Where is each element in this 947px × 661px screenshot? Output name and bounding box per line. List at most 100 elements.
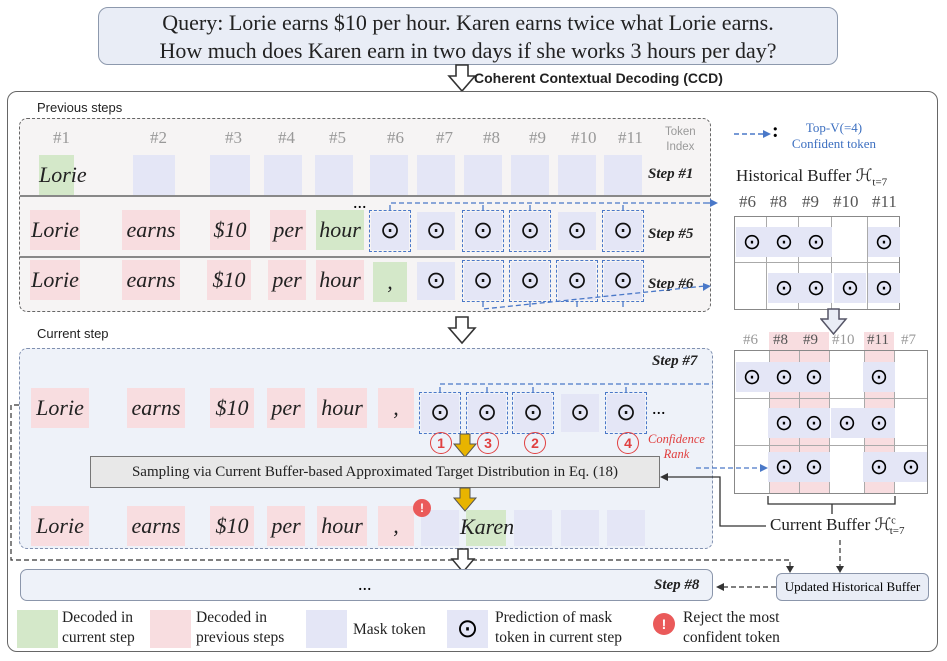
buffer-cell-dot-icon: ⊙ <box>863 362 895 392</box>
buffer-cell-dot-icon: ⊙ <box>798 452 830 482</box>
index-4: #4 <box>278 128 295 147</box>
mask-token <box>511 155 549 195</box>
token-hour: hour <box>317 506 367 546</box>
down-arrow-icon <box>820 308 848 336</box>
rank-badge: 4 <box>617 432 639 454</box>
query-line-1: Query: Lorie earns $10 per hour. Karen e… <box>162 10 774 35</box>
buffer-cell-dot-icon: ⊙ <box>800 273 832 303</box>
cb-col: #11 <box>867 332 889 348</box>
prediction-dot-icon: ⊙ <box>511 212 549 250</box>
down-arrow-icon <box>447 316 477 345</box>
rank-badge: 1 <box>430 432 452 454</box>
prediction-dot-icon: ⊙ <box>604 212 642 250</box>
token-per: per <box>268 260 306 300</box>
ellipsis: ... <box>353 192 367 212</box>
buffer-cell-dot-icon: ⊙ <box>798 362 830 392</box>
token-earns: earns <box>127 506 185 546</box>
topv-box <box>556 260 598 302</box>
prediction-dot-icon: ⊙ <box>558 212 596 250</box>
ccd-label: Coherent Contextual Decoding (CCD) <box>474 70 723 86</box>
topv-box <box>509 210 551 252</box>
index-5: #5 <box>329 128 346 147</box>
token-lorie: Lorie <box>30 260 80 300</box>
prediction-dot-icon: ⊙ <box>464 212 502 250</box>
prediction-dot-icon: ⊙ <box>511 262 549 300</box>
token-ten: $10 <box>210 210 250 250</box>
step-7-label: Step #7 <box>652 353 698 369</box>
topv-legend-line <box>734 130 771 138</box>
hb-col: #10 <box>833 192 859 211</box>
index-8: #8 <box>483 128 500 147</box>
index-2: #2 <box>150 128 167 147</box>
token-earns: earns <box>122 210 180 250</box>
token-comma: , <box>378 388 414 428</box>
buffer-cell-dot-icon: ⊙ <box>895 452 927 482</box>
token-per: per <box>267 506 305 546</box>
mask-token <box>607 510 645 546</box>
previous-steps-label: Previous steps <box>37 100 123 115</box>
index-6: #6 <box>387 128 404 147</box>
gold-down-arrow-icon <box>452 433 478 458</box>
hb-col: #6 <box>739 192 756 211</box>
prediction-dot-icon: ⊙ <box>514 394 552 432</box>
mask-token <box>133 155 175 195</box>
token-karen-green <box>466 510 506 546</box>
updated-historical-buffer: Updated Historical Buffer <box>776 573 929 601</box>
mask-token <box>514 510 552 546</box>
topv-colon: : <box>772 120 779 142</box>
prediction-dot-icon: ⊙ <box>421 394 459 432</box>
historical-buffer-title: Historical Buffer ℋt=7 <box>736 166 888 189</box>
buffer-cell-dot-icon: ⊙ <box>863 452 895 482</box>
index-3: #3 <box>225 128 242 147</box>
row-separator <box>20 195 710 197</box>
mask-token <box>417 155 455 195</box>
buffer-cell-dot-icon: ⊙ <box>831 408 863 438</box>
ccd-frame <box>7 91 938 652</box>
token-index-label: Token Index <box>665 126 696 153</box>
prediction-dot-icon: ⊙ <box>371 212 409 250</box>
step-8-box <box>20 569 713 601</box>
buffer-cell-dot-icon: ⊙ <box>868 273 900 303</box>
prediction-dot-icon: ⊙ <box>417 262 455 300</box>
buffer-cell-dot-icon: ⊙ <box>736 362 768 392</box>
buffer-cell-dot-icon: ⊙ <box>768 227 800 257</box>
mask-token <box>210 155 250 195</box>
topv-box <box>462 260 504 302</box>
buffer-cell-dot-icon: ⊙ <box>800 227 832 257</box>
row-separator <box>20 256 710 258</box>
token-per: per <box>267 388 305 428</box>
cb-col: #7 <box>901 332 916 348</box>
confidence-rank-label: Confidence Rank <box>648 432 705 461</box>
down-arrow-icon <box>447 64 477 93</box>
legend-reject-icon: ! <box>653 613 675 635</box>
step-8-label: Step #8 <box>654 577 700 593</box>
down-arrow-icon <box>450 548 476 574</box>
hb-col: #8 <box>770 192 787 211</box>
token-ten: $10 <box>210 506 254 546</box>
cb-col: #10 <box>832 332 855 348</box>
mask-token <box>558 155 596 195</box>
hb-col: #9 <box>802 192 819 211</box>
buffer-brace <box>767 496 896 514</box>
token-hour: hour <box>316 260 364 300</box>
buffer-cell-dot-icon: ⊙ <box>834 273 866 303</box>
buffer-cell-dot-icon: ⊙ <box>736 227 768 257</box>
prediction-dot-icon: ⊙ <box>558 262 596 300</box>
mask-token <box>561 510 599 546</box>
legend-mask-text: Mask token <box>353 621 426 638</box>
reject-icon: ! <box>413 499 431 517</box>
legend-pink-swatch <box>150 610 191 648</box>
topv-connector-lines <box>389 199 718 310</box>
step-6-label: Step #6 <box>648 276 694 292</box>
legend-pred-text: Prediction of mask token in current step <box>495 609 622 646</box>
token-hour-green: hour <box>316 210 364 250</box>
topv-box <box>369 210 411 252</box>
buffer-cell-dot-icon: ⊙ <box>798 408 830 438</box>
buffer-cell-dot-icon: ⊙ <box>768 452 800 482</box>
cb-col: #9 <box>803 332 818 348</box>
index-10: #10 <box>571 128 597 147</box>
token-earns: earns <box>122 260 180 300</box>
index-1: #1 <box>53 128 70 147</box>
prediction-dot-icon: ⊙ <box>464 262 502 300</box>
